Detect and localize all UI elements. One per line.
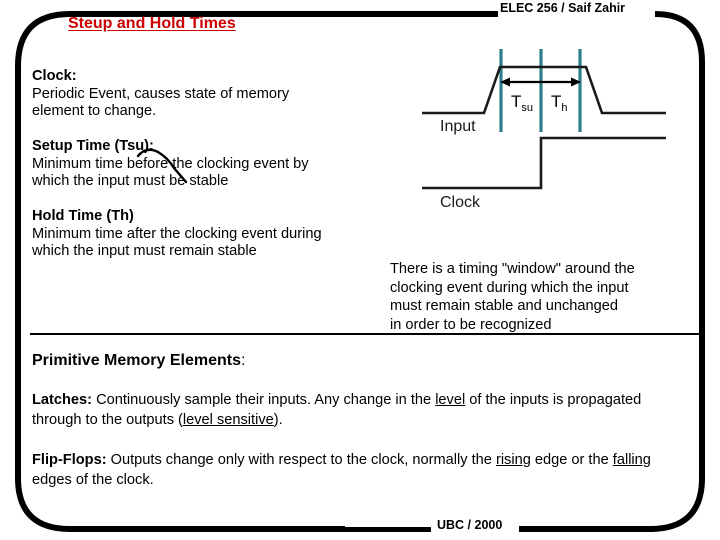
latches-text-part2: of the inputs is propagated through to t… bbox=[32, 392, 642, 428]
timing-span-arrow-head-left bbox=[500, 77, 510, 87]
label-input: Input bbox=[440, 118, 476, 135]
timing-window-note-line2: clocking event during which the input bbox=[390, 279, 629, 296]
footer-rule-left bbox=[345, 527, 431, 532]
page-title: Steup and Hold Times bbox=[68, 15, 236, 32]
label-tsu-subscript: su bbox=[521, 102, 533, 114]
definition-hold-lead: Hold Time (Th) bbox=[32, 208, 134, 224]
latches-emphasis-level-sensitive: level sensitive bbox=[182, 412, 274, 428]
definition-clock: Clock: Periodic Event, causes state of m… bbox=[32, 68, 289, 121]
definition-setup-line2: which the input must be stable bbox=[32, 173, 229, 189]
definition-hold-time: Hold Time (Th) Minimum time after the cl… bbox=[32, 208, 322, 261]
flipflops-text-part3: edges of the clock. bbox=[32, 472, 154, 488]
timing-span-arrow-head-right bbox=[571, 77, 581, 87]
section-divider bbox=[30, 333, 700, 335]
label-th: Th bbox=[551, 92, 568, 114]
section-heading-colon: : bbox=[240, 352, 246, 369]
paragraph-flip-flops: Flip-Flops: Outputs change only with res… bbox=[32, 450, 692, 490]
label-tsu: Tsu bbox=[511, 92, 533, 114]
definition-hold-line1: Minimum time after the clocking event du… bbox=[32, 225, 322, 242]
label-th-subscript: h bbox=[561, 102, 567, 114]
section-heading-text: Primitive Memory Elements bbox=[32, 352, 241, 369]
flipflops-emphasis-falling: falling bbox=[612, 452, 651, 468]
section-heading-primitive-memory-elements: Primitive Memory Elements: bbox=[32, 352, 245, 370]
latches-emphasis-level: level bbox=[435, 392, 466, 408]
flipflops-text-part2: edge or the bbox=[530, 452, 613, 468]
waveform-clock bbox=[422, 136, 666, 190]
label-clock: Clock bbox=[440, 194, 481, 211]
flipflops-emphasis-rising: rising bbox=[495, 452, 531, 468]
timing-diagram: Tsu Th Input Clock bbox=[400, 35, 700, 215]
definition-clock-lead: Clock: bbox=[32, 68, 77, 84]
flipflops-text-part1: Outputs change only with respect to the … bbox=[106, 452, 496, 468]
timing-window-note-line3: must remain stable and unchanged bbox=[390, 298, 618, 314]
course-instructor-label: ELEC 256 / Saif Zahir bbox=[500, 1, 626, 15]
footer-rule-right bbox=[519, 527, 654, 532]
definition-setup-lead: Setup Time (Tsu): bbox=[32, 138, 154, 154]
timing-window-note-line4: in order to be recognized bbox=[390, 316, 552, 333]
timing-window-note: There is a timing "window" around the cl… bbox=[390, 260, 635, 334]
footer-label: UBC / 2000 bbox=[437, 518, 503, 532]
paragraph-latches: Latches: Continuously sample their input… bbox=[32, 390, 684, 430]
latches-text-part1: Continuously sample their inputs. Any ch… bbox=[92, 392, 436, 408]
latches-text-part3: ). bbox=[273, 412, 283, 428]
waveform-input bbox=[422, 65, 666, 115]
definition-hold-line2: which the input must remain stable bbox=[32, 243, 257, 259]
definition-clock-line2: element to change. bbox=[32, 103, 157, 119]
timing-window-note-line1: There is a timing "window" around the bbox=[390, 261, 635, 277]
latches-lead: Latches: bbox=[32, 392, 93, 408]
definition-setup-line1: Minimum time before the clocking event b… bbox=[32, 155, 309, 172]
flipflops-lead: Flip-Flops: bbox=[32, 452, 107, 468]
definition-clock-line1: Periodic Event, causes state of memory bbox=[32, 85, 290, 102]
definition-setup-time: Setup Time (Tsu): Minimum time before th… bbox=[32, 138, 309, 191]
